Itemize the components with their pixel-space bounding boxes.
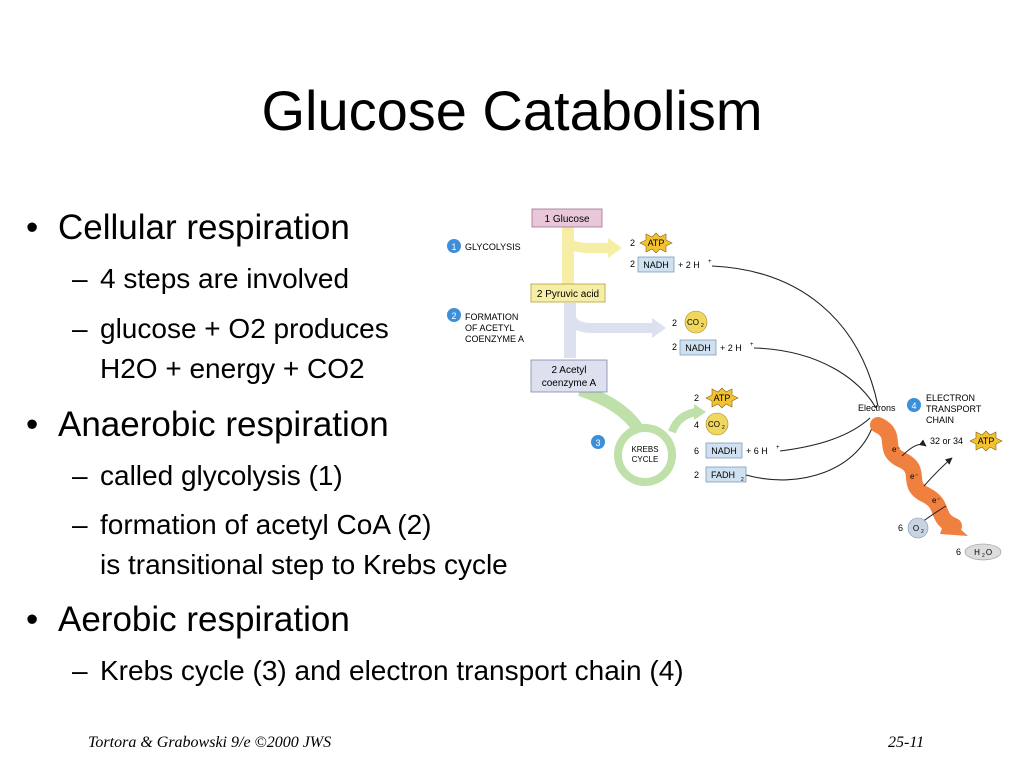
slide-number: 25-11 [888,734,925,751]
svg-text:FADH: FADH [711,470,735,480]
svg-text:2: 2 [694,470,699,480]
svg-text:+ 6 H: + 6 H [746,446,768,456]
svg-text:ATP: ATP [978,436,995,446]
svg-text:2: 2 [694,393,699,403]
glucose-label: 1 Glucose [544,214,589,225]
svg-text:COENZYME A: COENZYME A [465,334,524,344]
svg-text:KREBS: KREBS [631,445,658,454]
svg-text:OF ACETYL: OF ACETYL [465,323,515,333]
etc-arrowhead [940,516,968,536]
atp-output-arrow [923,457,953,487]
svg-text:CO: CO [708,420,720,429]
svg-text:e⁻: e⁻ [892,445,901,454]
bullet-dot: • [26,600,39,639]
svg-text:4: 4 [911,401,916,411]
svg-text:O: O [986,548,992,557]
krebs-flow-arrow [578,384,646,436]
svg-text:O: O [913,524,919,533]
svg-text:32 or 34: 32 or 34 [930,436,963,446]
electron-flow-line [711,265,879,407]
svg-text:e⁻: e⁻ [932,496,941,505]
nadh-box [679,339,717,356]
svg-text:+: + [750,342,754,348]
svg-text:+: + [708,259,712,265]
bullet-dot: • [26,405,39,444]
svg-text:2: 2 [451,311,456,321]
atp-output-arrow [901,439,927,457]
svg-text:2: 2 [982,553,985,559]
glycolysis-arrowhead [608,238,622,258]
bullet-dot: • [26,208,39,247]
svg-text:2 Acetyl: 2 Acetyl [551,365,586,376]
step-1-circle [447,239,461,253]
glucose-catabolism-diagram: 1 Glucose 1 GLYCOLYSIS 2 ATP 2 NADH + 2 … [447,208,1003,561]
svg-text:6: 6 [956,547,961,557]
svg-text:2: 2 [672,318,677,328]
acetyl-coenzyme-a-box [530,359,608,393]
pyruvic-acid-label: 2 Pyruvic acid [537,289,599,300]
svg-text:6: 6 [694,446,699,456]
co2-circle-icon [705,412,729,436]
svg-text:2: 2 [701,323,704,329]
svg-text:CYCLE: CYCLE [632,455,659,464]
glucose-box [531,208,603,228]
svg-text:2: 2 [630,259,635,269]
svg-text:NADH: NADH [711,446,737,456]
svg-text:2: 2 [741,477,744,483]
nadh-box [705,442,743,459]
step-3-circle [591,435,605,449]
svg-text:2: 2 [921,529,924,535]
step-4-circle [907,398,921,412]
krebs-cycle-ring [614,424,676,486]
svg-text:2: 2 [672,342,677,352]
svg-text:e⁻: e⁻ [910,472,919,481]
acetyl-arrowhead [652,318,666,338]
svg-text:+ 2 H: + 2 H [678,260,700,270]
atp-star-icon [639,232,673,254]
svg-text:3: 3 [595,438,600,448]
svg-text:4: 4 [694,420,699,430]
svg-text:6: 6 [898,523,903,533]
step-2-circle [447,308,461,322]
svg-text:FORMATION: FORMATION [465,312,518,322]
svg-text:+: + [776,445,780,451]
electron-flow-line [779,417,871,452]
co2-circle-icon [684,310,708,334]
svg-text:+ 2 H: + 2 H [720,343,742,353]
glycolysis-label: GLYCOLYSIS [465,242,521,252]
h2o-oval-icon [964,543,1002,561]
atp-star-icon [969,430,1003,452]
svg-text:NADH: NADH [643,260,669,270]
o2-circle-icon [907,517,929,539]
nadh-box [637,256,675,273]
svg-text:H: H [974,548,980,557]
svg-text:coenzyme A: coenzyme A [542,378,597,389]
svg-text:2: 2 [722,425,725,431]
slide-title: Glucose Catabolism [261,79,763,142]
svg-text:TRANSPORT: TRANSPORT [926,404,982,414]
atp-star-icon [705,387,739,409]
svg-text:NADH: NADH [685,343,711,353]
pyruvic-acid-box [530,283,606,303]
electrons-label: Electrons [858,403,896,413]
svg-text:CHAIN: CHAIN [926,415,954,425]
footer-citation: Tortora & Grabowski 9/e ©2000 JWS [88,734,332,751]
krebs-output-arrow [668,408,697,434]
svg-text:CO: CO [687,318,699,327]
svg-text:1: 1 [451,242,456,252]
acetyl-co2-branch-arrow [565,313,652,333]
svg-text:2: 2 [630,238,635,248]
svg-text:ATP: ATP [648,238,665,248]
svg-text:ATP: ATP [714,393,731,403]
glycolysis-atp-branch-arrow [563,238,608,253]
krebs-output-arrowhead [694,404,706,420]
electron-flow-line [753,347,877,409]
svg-text:ELECTRON: ELECTRON [926,393,975,403]
fadh2-box [705,466,747,483]
electron-flow-line [745,421,875,481]
